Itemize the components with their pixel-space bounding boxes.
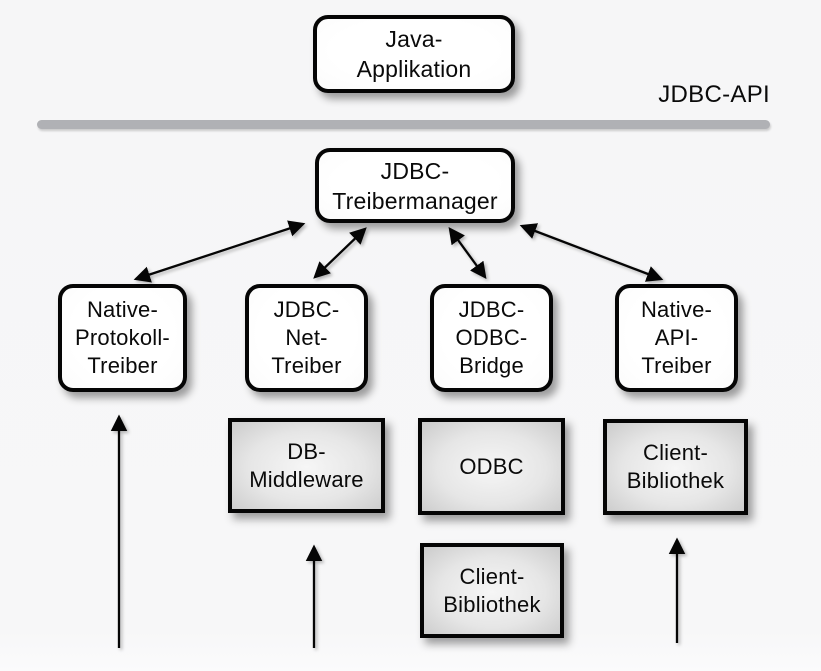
node-java-applikation: Java- Applikation	[313, 15, 515, 93]
node-label: JDBC- ODBC- Bridge	[455, 297, 528, 378]
node-label: ODBC	[459, 453, 524, 479]
node-label: JDBC- Treibermanager	[332, 157, 498, 214]
node-native-protokoll-treiber: Native- Protokoll- Treiber	[58, 284, 187, 392]
node-jdbc-net-treiber: JDBC- Net- Treiber	[245, 284, 368, 392]
node-odbc: ODBC	[418, 418, 565, 515]
node-label: Client- Bibliothek	[443, 563, 541, 617]
node-label: JDBC- Net- Treiber	[271, 297, 342, 378]
jdbc-api-label: JDBC-API	[658, 81, 770, 108]
node-label: Native- API- Treiber	[640, 297, 713, 378]
arrow-treibermanager-jdbc-net	[313, 227, 367, 279]
node-native-api-treiber: Native- API- Treiber	[615, 284, 738, 392]
node-jdbc-odbc-bridge: JDBC- ODBC- Bridge	[430, 284, 553, 392]
node-db-middleware: DB- Middleware	[228, 418, 385, 513]
node-label: Client- Bibliothek	[626, 440, 725, 493]
node-jdbc-treibermanager: JDBC- Treibermanager	[315, 148, 515, 223]
arrow-treibermanager-native-protokoll	[133, 220, 306, 283]
node-client-bibliothek-native-api: Client- Bibliothek	[603, 419, 748, 515]
node-label: Java- Applikation	[356, 26, 472, 82]
arrow-treibermanager-jdbc-odbc	[448, 226, 487, 280]
node-client-bibliothek-odbc: Client- Bibliothek	[420, 543, 564, 638]
node-label: Native- Protokoll- Treiber	[75, 297, 170, 378]
arrow-treibermanager-native-api	[519, 223, 664, 282]
node-label: DB- Middleware	[249, 438, 364, 492]
jdbc-api-divider	[37, 120, 770, 129]
